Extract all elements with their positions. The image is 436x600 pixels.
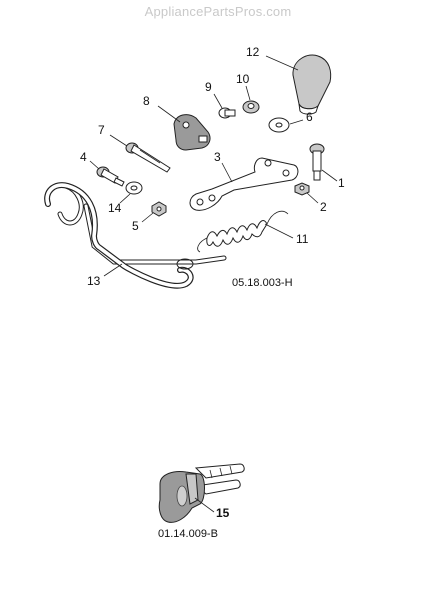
callout-12: 12 bbox=[246, 45, 260, 59]
callout-6: 6 bbox=[306, 110, 313, 124]
part-1-bolt[interactable] bbox=[309, 143, 325, 181]
callout-15: 15 bbox=[216, 506, 230, 520]
callout-4: 4 bbox=[80, 150, 87, 164]
callout-14: 14 bbox=[108, 201, 122, 215]
callout-10: 10 bbox=[236, 72, 250, 86]
callout-3: 3 bbox=[214, 150, 221, 164]
part-9-bolt[interactable] bbox=[218, 107, 236, 119]
part-15-latch-handle[interactable] bbox=[158, 463, 245, 523]
part-8-lever[interactable] bbox=[173, 114, 211, 151]
callout-8: 8 bbox=[143, 94, 150, 108]
part-2-nut[interactable] bbox=[294, 182, 310, 196]
part-3-bracket[interactable] bbox=[189, 157, 299, 211]
part-14-spacer[interactable] bbox=[125, 181, 143, 195]
callout-7: 7 bbox=[98, 123, 105, 137]
diagram-code-upper: 05.18.003-H bbox=[232, 277, 293, 289]
callout-5: 5 bbox=[132, 219, 139, 233]
callout-1: 1 bbox=[338, 176, 345, 190]
part-7-long-bolt[interactable] bbox=[125, 142, 171, 173]
part-4-shoulder-bolt[interactable] bbox=[96, 166, 125, 187]
diagram-code-lower: 01.14.009-B bbox=[158, 528, 218, 540]
part-5-nut[interactable] bbox=[151, 201, 167, 217]
callout-11: 11 bbox=[296, 232, 309, 246]
part-12-knob[interactable] bbox=[292, 54, 332, 115]
part-11-spring[interactable] bbox=[197, 210, 289, 253]
part-6-washer[interactable] bbox=[268, 117, 290, 133]
part-10-nut[interactable] bbox=[242, 100, 260, 114]
part-13-rod[interactable] bbox=[44, 182, 227, 289]
callout-13: 13 bbox=[87, 274, 101, 288]
site-watermark: AppliancePartsPros.com bbox=[144, 4, 292, 19]
callout-2: 2 bbox=[320, 200, 327, 214]
callout-9: 9 bbox=[205, 80, 212, 94]
